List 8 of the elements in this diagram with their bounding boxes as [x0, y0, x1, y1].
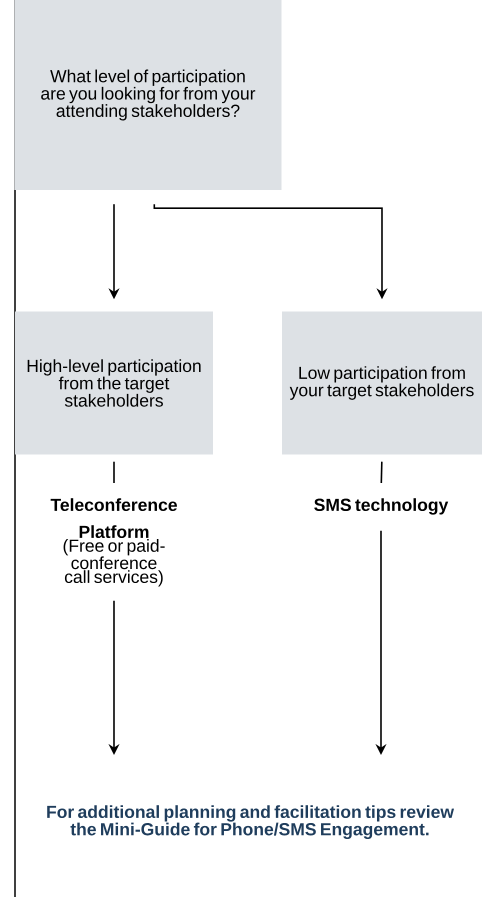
process-box: High-level participation from the target stakeholders — [15, 312, 213, 454]
option-text: Teleconference Platform (Free or paid-conference call services) — [50, 498, 177, 586]
note-text: For additional planning and facilitation tips review the Mini-Guide for Phone/SMS Engagement. — [47, 805, 454, 839]
process-box: What level of participation are you looking for from your attending stakeholders? — [14, 0, 282, 190]
process-box: Low participation from your target stakeholders — [282, 312, 482, 454]
connector-line — [113, 462, 115, 483]
connector-line — [380, 462, 383, 484]
option-text: SMS technology — [314, 498, 448, 515]
